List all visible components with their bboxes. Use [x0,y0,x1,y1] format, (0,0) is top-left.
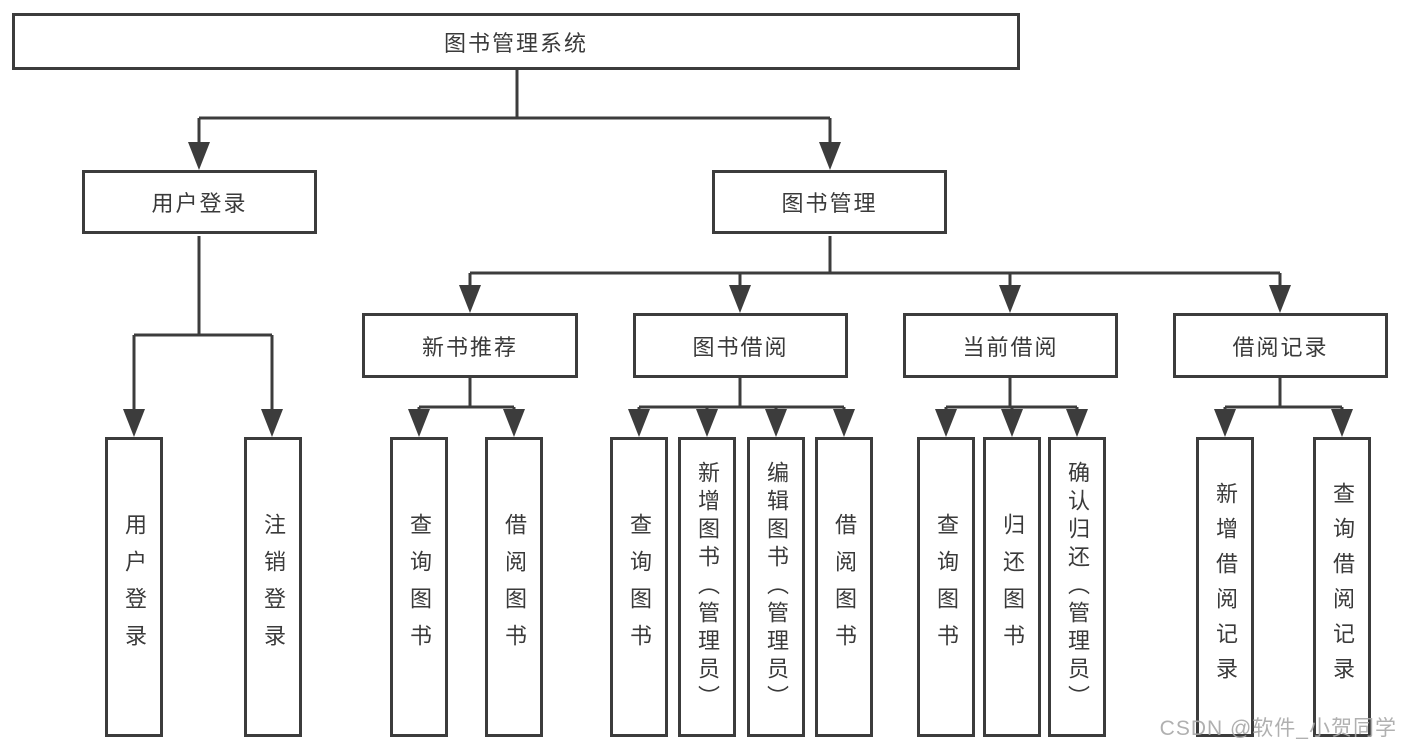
edge-recommend-to-leaves [417,378,516,414]
arrowhead [123,409,145,437]
leaf-query-borrow-record: 查询借阅记录 [1313,437,1371,737]
arrowhead [1214,409,1236,437]
arrowhead [1331,409,1353,437]
leaf-current-query-books: 查询图书 [917,437,975,737]
node-label: 图书管理系统 [443,30,588,56]
leaf-user-login: 用户登录 [105,437,163,737]
arrowhead [833,409,855,437]
node-label: 归还图书 [1000,513,1025,661]
node-label: 编辑图书（管理员） [764,461,789,713]
node-current-borrow: 当前借阅 [903,313,1118,378]
node-label: 用户登录 [122,513,147,661]
leaf-edit-books-admin: 编辑图书（管理员） [747,437,805,737]
node-label: 查询图书 [627,513,652,661]
edge-current-to-leaves [944,378,1079,414]
node-label: 新增借阅记录 [1213,482,1238,692]
edge-records-to-leaves [1223,378,1344,414]
leaf-borrow-books: 借阅图书 [815,437,873,737]
node-label: 确认归还（管理员） [1065,461,1090,713]
node-label: 查询图书 [934,513,959,661]
node-label: 借阅记录 [1232,334,1329,360]
node-label: 图书管理 [781,191,878,216]
arrowhead [819,142,841,170]
node-label: 新书推荐 [421,334,518,360]
csdn-watermark: CSDN @软件_小贺同学 [1159,717,1397,740]
leaf-logout: 注销登录 [244,437,302,737]
node-label: 当前借阅 [962,334,1059,360]
node-label: 注销登录 [261,513,286,661]
leaf-recommend-borrow-books: 借阅图书 [485,437,543,737]
node-label: 借阅图书 [832,513,857,661]
edge-books-to-level3 [468,236,1282,288]
leaf-add-books-admin: 新增图书（管理员） [678,437,736,737]
leaf-borrow-query-books: 查询图书 [610,437,668,737]
arrowhead [1269,285,1291,313]
arrowhead [459,285,481,313]
node-library-management-system: 图书管理系统 [12,13,1020,70]
arrowhead [188,142,210,170]
leaf-recommend-query-books: 查询图书 [390,437,448,737]
node-book-management: 图书管理 [712,170,947,234]
leaf-confirm-return-admin: 确认归还（管理员） [1048,437,1106,737]
arrowhead [765,409,787,437]
node-book-borrow: 图书借阅 [633,313,848,378]
arrowhead [935,409,957,437]
leaf-return-books: 归还图书 [983,437,1041,737]
node-borrow-records: 借阅记录 [1173,313,1388,378]
arrowhead [1001,409,1023,437]
arrowhead [628,409,650,437]
node-new-book-recommend: 新书推荐 [362,313,578,378]
node-label: 借阅图书 [502,513,527,661]
node-label: 新增图书（管理员） [695,461,720,713]
node-user-login: 用户登录 [82,170,317,234]
arrowhead [999,285,1021,313]
edge-login-to-leaves [132,236,274,412]
arrowhead [503,409,525,437]
arrowhead [1066,409,1088,437]
arrowhead [729,285,751,313]
arrowhead [696,409,718,437]
node-label: 查询借阅记录 [1330,482,1355,692]
node-label: 用户登录 [151,191,248,216]
node-label: 图书借阅 [692,334,789,360]
leaf-add-borrow-record: 新增借阅记录 [1196,437,1254,737]
arrowhead [261,409,283,437]
edge-borrow-to-leaves [637,378,846,414]
edge-root-to-level2 [197,69,832,146]
node-label: 查询图书 [407,513,432,661]
arrowhead [408,409,430,437]
